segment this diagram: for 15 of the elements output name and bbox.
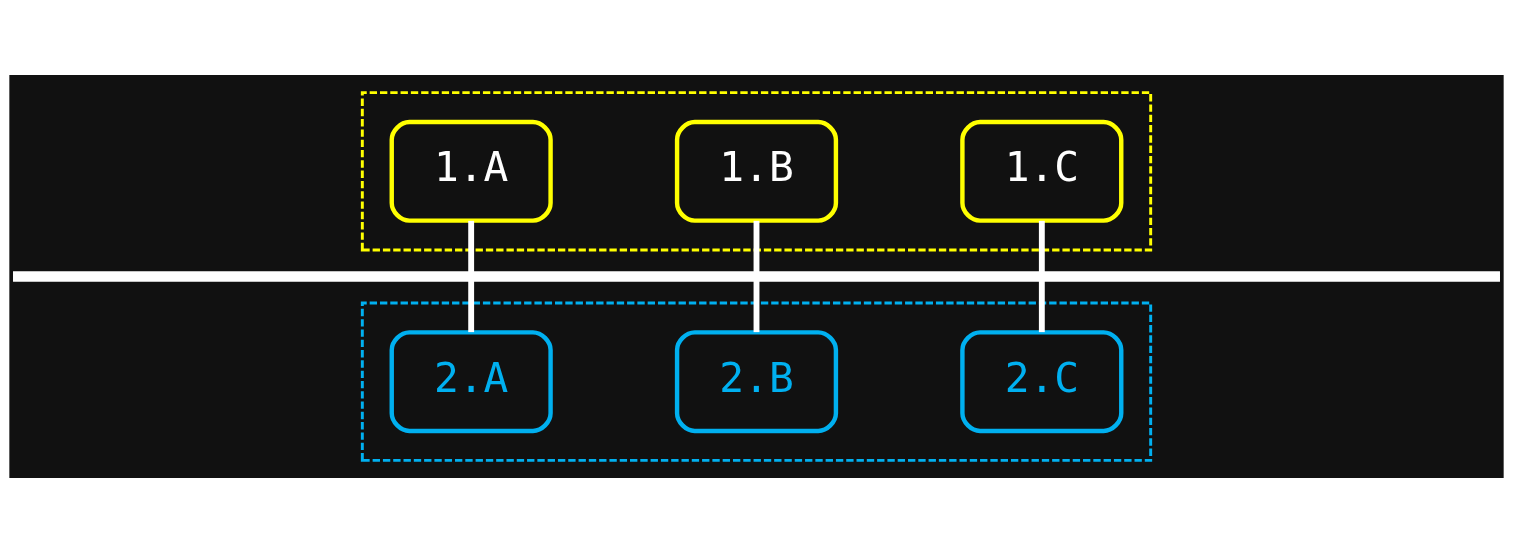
- connector: [468, 279, 475, 333]
- connector: [753, 220, 760, 274]
- node-box: 1.A: [389, 119, 553, 223]
- cluster: [360, 301, 1153, 462]
- connector: [753, 279, 760, 333]
- connector: [468, 220, 475, 274]
- connector: [1038, 220, 1045, 274]
- connector: [1038, 279, 1045, 333]
- node-box: 2.B: [674, 330, 839, 434]
- node-box: 1.C: [960, 119, 1124, 223]
- cluster: [360, 91, 1153, 252]
- node-box: 2.A: [389, 330, 553, 434]
- node-box: 1.B: [674, 119, 839, 223]
- node-bar: [13, 271, 1500, 282]
- node-box: 2.C: [960, 330, 1124, 434]
